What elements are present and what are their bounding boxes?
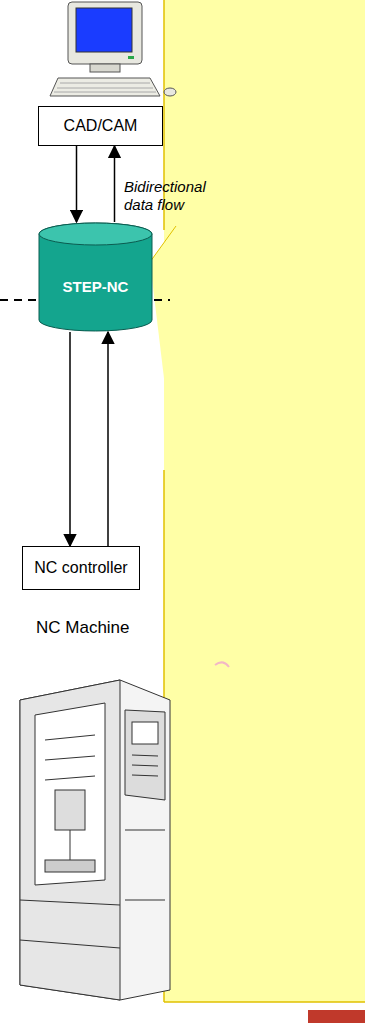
node-text: CAD/CAM [64,117,138,135]
cylinder-shape [38,222,153,332]
database-cylinder: STEP-NC [38,222,153,332]
footer-bar [308,1010,365,1023]
mark [215,662,229,667]
process-box: CAD/CAM [38,106,163,146]
flow-arrow [76,146,78,222]
node-text: STEP-NC [63,278,129,295]
panel-border [164,1001,365,1003]
flow-arrow [114,146,116,222]
process-box: NC controller [22,546,140,590]
nc-machine-illustration [20,680,170,1000]
node-text: NC controller [34,559,127,577]
computer-illustration [50,2,176,96]
machine-label: NC Machine [36,618,130,638]
flow-arrow [69,332,71,546]
callout-wedge [150,226,176,478]
panel-border [163,0,165,230]
flow-label: Bidirectional data flow [124,178,234,214]
flow-arrow [107,332,109,546]
callout-panel [164,0,365,1002]
wedge-edge [150,226,176,262]
